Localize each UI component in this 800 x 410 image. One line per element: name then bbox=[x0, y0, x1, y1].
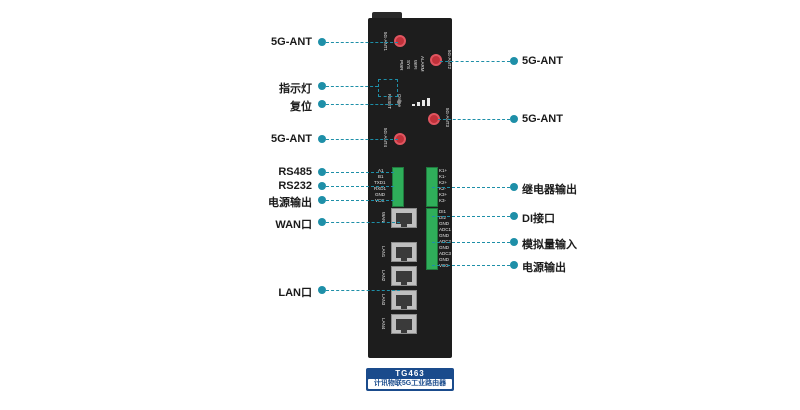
io-terminal-block bbox=[426, 208, 438, 270]
callout-label-di: DI接口 bbox=[522, 213, 555, 225]
callout-line-rs232 bbox=[326, 186, 394, 187]
io-label-adc1: ADC1 bbox=[439, 227, 452, 232]
callout-dot-led bbox=[318, 82, 326, 90]
lan-port-3 bbox=[391, 290, 417, 310]
io-label-gnd1: GND bbox=[439, 221, 449, 226]
callout-line-reset bbox=[326, 104, 398, 105]
callout-label-rs485: RS485 bbox=[278, 166, 312, 178]
callout-label-ant2: 5G-ANT bbox=[522, 55, 563, 67]
term-label-rxd1: RXD1 bbox=[374, 186, 387, 191]
term-label-a1: A1 bbox=[378, 168, 384, 173]
relay-label-k3m: K3- bbox=[439, 198, 447, 203]
callout-line-power-out-right bbox=[432, 265, 510, 266]
antenna-connector-1 bbox=[394, 35, 406, 47]
wan-port bbox=[391, 208, 417, 228]
led-indicator-2 bbox=[417, 102, 420, 106]
label-lan2: LAN2 bbox=[381, 270, 386, 282]
callout-line-di bbox=[432, 216, 510, 217]
term-label-gnd: GND bbox=[375, 192, 385, 197]
indicator-highlight-box bbox=[378, 79, 398, 97]
callout-dot-ant4 bbox=[318, 135, 326, 143]
label-lan1: LAN1 bbox=[381, 246, 386, 258]
label-lan4: LAN4 bbox=[381, 318, 386, 330]
callout-line-ant3 bbox=[438, 119, 510, 120]
label-pwr: PWR bbox=[399, 60, 404, 71]
lan-port-1 bbox=[391, 242, 417, 262]
callout-dot-rs485 bbox=[318, 168, 326, 176]
callout-label-lan: LAN口 bbox=[278, 287, 312, 299]
model-name: TG463 bbox=[395, 369, 425, 378]
callout-dot-lan bbox=[318, 286, 326, 294]
callout-label-power-out-right: 电源输出 bbox=[522, 262, 566, 274]
callout-dot-relay bbox=[510, 183, 518, 191]
io-label-di2: DI2 bbox=[439, 215, 447, 220]
callout-line-relay bbox=[432, 187, 510, 188]
product-subtitle: 计讯物联5G工业路由器 bbox=[368, 379, 452, 389]
callout-label-relay: 继电器输出 bbox=[522, 184, 577, 196]
io-label-adc2: ADC2 bbox=[439, 239, 452, 244]
callout-label-wan: WAN口 bbox=[275, 219, 312, 231]
callout-dot-ant2 bbox=[510, 57, 518, 65]
callout-label-led: 指示灯 bbox=[279, 83, 312, 95]
io-label-gnd3: GND bbox=[439, 245, 449, 250]
callout-label-ant1: 5G-ANT bbox=[271, 36, 312, 48]
callout-dot-rs232 bbox=[318, 182, 326, 190]
label-ant3: 5G-ANT3 bbox=[445, 108, 450, 128]
relay-label-k3p: K3+ bbox=[439, 192, 448, 197]
callout-line-power-out-left bbox=[326, 200, 394, 201]
relay-label-k1m: K1- bbox=[439, 174, 447, 179]
label-sys: SYS bbox=[406, 60, 411, 70]
io-label-adc3: ADC3 bbox=[439, 251, 452, 256]
io-label-di1: DI1 bbox=[439, 209, 447, 214]
lan-port-2 bbox=[391, 266, 417, 286]
io-label-gnd2: GND bbox=[439, 233, 449, 238]
term-label-b1: B1 bbox=[378, 174, 384, 179]
callout-line-ant1 bbox=[326, 42, 398, 43]
relay-label-k2p: K2+ bbox=[439, 180, 448, 185]
label-ant4: 5G-ANT4 bbox=[383, 128, 388, 148]
led-indicator-3 bbox=[422, 100, 425, 106]
callout-label-power-out-left: 电源输出 bbox=[268, 197, 312, 209]
callout-line-led bbox=[326, 86, 378, 87]
callout-line-wan bbox=[326, 222, 400, 223]
callout-dot-power-out-right bbox=[510, 261, 518, 269]
label-wifi: WIFI bbox=[413, 60, 418, 70]
callout-dot-power-out-left bbox=[318, 196, 326, 204]
callout-line-analog bbox=[432, 242, 510, 243]
label-ant2: 5G-ANT2 bbox=[447, 50, 452, 70]
callout-dot-ant3 bbox=[510, 115, 518, 123]
label-wan: WAN bbox=[381, 212, 386, 223]
io-label-gnd4: GND bbox=[439, 257, 449, 262]
device-top-cap bbox=[372, 12, 402, 20]
callout-dot-wan bbox=[318, 218, 326, 226]
term-label-txd1: TXD1 bbox=[374, 180, 386, 185]
callout-line-lan bbox=[326, 290, 400, 291]
callout-label-ant3: 5G-ANT bbox=[522, 113, 563, 125]
callout-label-ant4: 5G-ANT bbox=[271, 133, 312, 145]
callout-line-rs485 bbox=[326, 172, 394, 173]
relay-label-k1p: K1+ bbox=[439, 168, 448, 173]
callout-dot-reset bbox=[318, 100, 326, 108]
callout-line-ant2 bbox=[440, 61, 510, 62]
callout-line-ant4 bbox=[326, 139, 398, 140]
reset-button[interactable] bbox=[397, 100, 401, 104]
lan-port-4 bbox=[391, 314, 417, 334]
callout-dot-ant1 bbox=[318, 38, 326, 46]
callout-label-analog: 模拟量输入 bbox=[522, 239, 577, 251]
led-indicator-1 bbox=[412, 104, 415, 106]
callout-label-rs232: RS232 bbox=[278, 180, 312, 192]
relay-label-k2m: K2- bbox=[439, 186, 447, 191]
antenna-connector-2 bbox=[430, 54, 442, 66]
callout-label-reset: 复位 bbox=[290, 101, 312, 113]
label-alarm: ALARM bbox=[420, 56, 425, 72]
product-badge: TG463 计讯物联5G工业路由器 bbox=[366, 368, 454, 391]
left-terminal-block bbox=[392, 167, 404, 207]
callout-dot-analog bbox=[510, 238, 518, 246]
led-indicator-4 bbox=[427, 98, 430, 106]
callout-dot-di bbox=[510, 212, 518, 220]
label-lan3: LAN3 bbox=[381, 294, 386, 306]
